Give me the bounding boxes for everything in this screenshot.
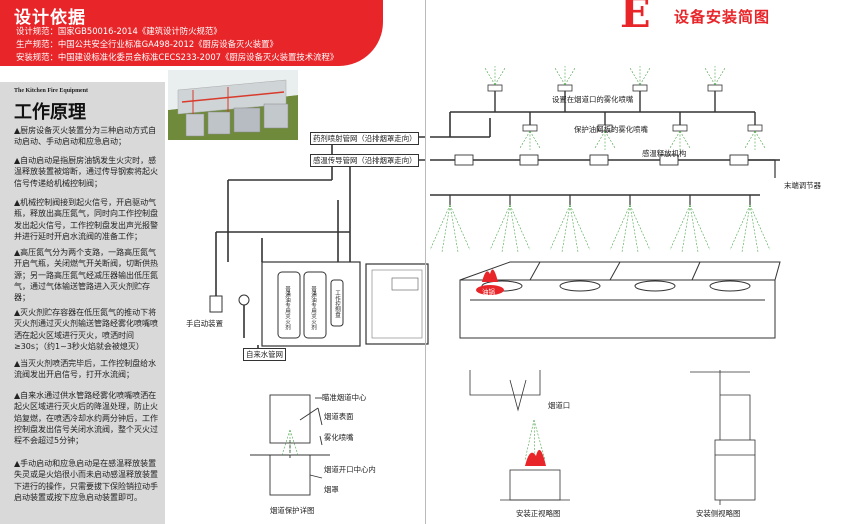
install-title: 设备安装简图 — [674, 8, 771, 26]
manual-start-device — [209, 295, 223, 313]
front-view-caption: 安装正视略图 — [516, 509, 561, 518]
banner-title: 设计依据 — [14, 8, 86, 28]
principle-panel — [0, 82, 165, 524]
filter-nozzle-label: 保护油网板的雾化喷嘴 — [574, 125, 648, 134]
right-page: E 设备安装简图 — [430, 0, 860, 524]
duct-center-label: 瞄准烟道中心 — [322, 393, 367, 402]
release-mechanism-label: 感温释放机构 — [642, 149, 687, 158]
cylinder-2-label: 普通油专用灭火剂 — [310, 286, 316, 330]
manual-start-label: 手启动装置 — [186, 319, 223, 328]
side-view-caption: 安装侧视略图 — [696, 509, 741, 518]
nozzle-label: 雾化喷嘴 — [324, 433, 354, 442]
install-diagram-right — [430, 66, 781, 505]
cylinder-1-label: 普通油专用灭火剂 — [284, 286, 290, 330]
principle-paragraph-4: ▲高压氮气分为两个支路，一路高压氮气开启气瓶，关闭燃气开关断阀，切断供热源；另一… — [14, 248, 158, 303]
agent-pipe-label: 药剂喷射管网（沿排烟罩走向） — [310, 132, 420, 145]
install-diagram-left — [209, 136, 429, 496]
principle-paragraph-6: ▲当灭火剂喷洒完毕后，工作控制盘给水流阀发出开启信号，打开水流阀； — [14, 359, 157, 380]
principle-paragraph-1: ▲厨房设备灭火装置分为三种启动方式自动启动、手动启动和应急启动； — [14, 126, 157, 147]
left-page: 设计依据 设计规范：国家GB50016-2014《建筑设计防火规范》 生产规范：… — [0, 0, 429, 524]
end-adjuster-label: 末端调节器 — [784, 181, 821, 190]
principle-subtitle: The Kitchen Fire Equipment — [14, 88, 89, 94]
design-basis-banner: 设计依据 设计规范：国家GB50016-2014《建筑设计防火规范》 生产规范：… — [0, 0, 383, 66]
water-pipe-label: 自来水管网 — [243, 348, 286, 361]
duct-mouth-center-label: 烟道开口中心内 — [324, 465, 376, 474]
principle-paragraph-8: ▲手动启动和应急启动是在感温释放装置失灵或是火焰很小而未启动感温释放装置下进行的… — [14, 459, 158, 502]
sensor-pipe-label: 感温传导管网（沿排烟罩走向） — [310, 154, 420, 167]
oil-pot-label: 油锅 — [482, 288, 495, 296]
duct-mouth-label: 烟道口 — [548, 401, 571, 410]
hood-label: 烟罩 — [324, 485, 339, 494]
control-panel-box — [365, 263, 429, 345]
section-letter: E — [620, 0, 651, 37]
kitchen-photo — [168, 70, 298, 140]
banner-line-production: 生产规范：中国公共安全行业标准GA498-2012《厨房设备灭火装置》 — [16, 39, 278, 49]
page-divider — [425, 0, 426, 524]
principle-paragraph-5: ▲灭火剂贮存容器在低压氮气的推动下将灭火剂通过灭火剂输送管路经雾化喷嘴喷洒在起火… — [14, 308, 158, 351]
principle-title: 工作原理 — [14, 102, 86, 123]
banner-line-design: 设计规范：国家GB50016-2014《建筑设计防火规范》 — [16, 26, 222, 36]
duct-nozzle-label: 设置在烟道口的雾化喷嘴 — [552, 95, 634, 104]
duct-detail-caption: 烟道保护详图 — [270, 506, 315, 515]
principle-paragraph-3: ▲机械控制阀接到起火信号，开启驱动气瓶，释放出高压氮气，同时向工作控制盘发出起火… — [14, 198, 158, 241]
banner-line-install: 安装规范：中国建设标准化委员会标准CECS233-2007《厨房设备灭火装置技术… — [16, 52, 339, 62]
duct-surface-label: 烟道表面 — [324, 412, 354, 421]
oil-pot-fire — [476, 285, 504, 295]
control-unit-label: 工作控制盘 — [334, 290, 340, 318]
principle-paragraph-7: ▲自来水通过供水管路经雾化喷嘴喷洒在起火区域进行灭火后的降温处理，防止火焰复燃，… — [14, 391, 158, 446]
principle-paragraph-2: ▲自动启动是指厨房油锅发生火灾时，感温释放装置被熔断，通过传导钢索将起火信号传递… — [14, 156, 158, 188]
